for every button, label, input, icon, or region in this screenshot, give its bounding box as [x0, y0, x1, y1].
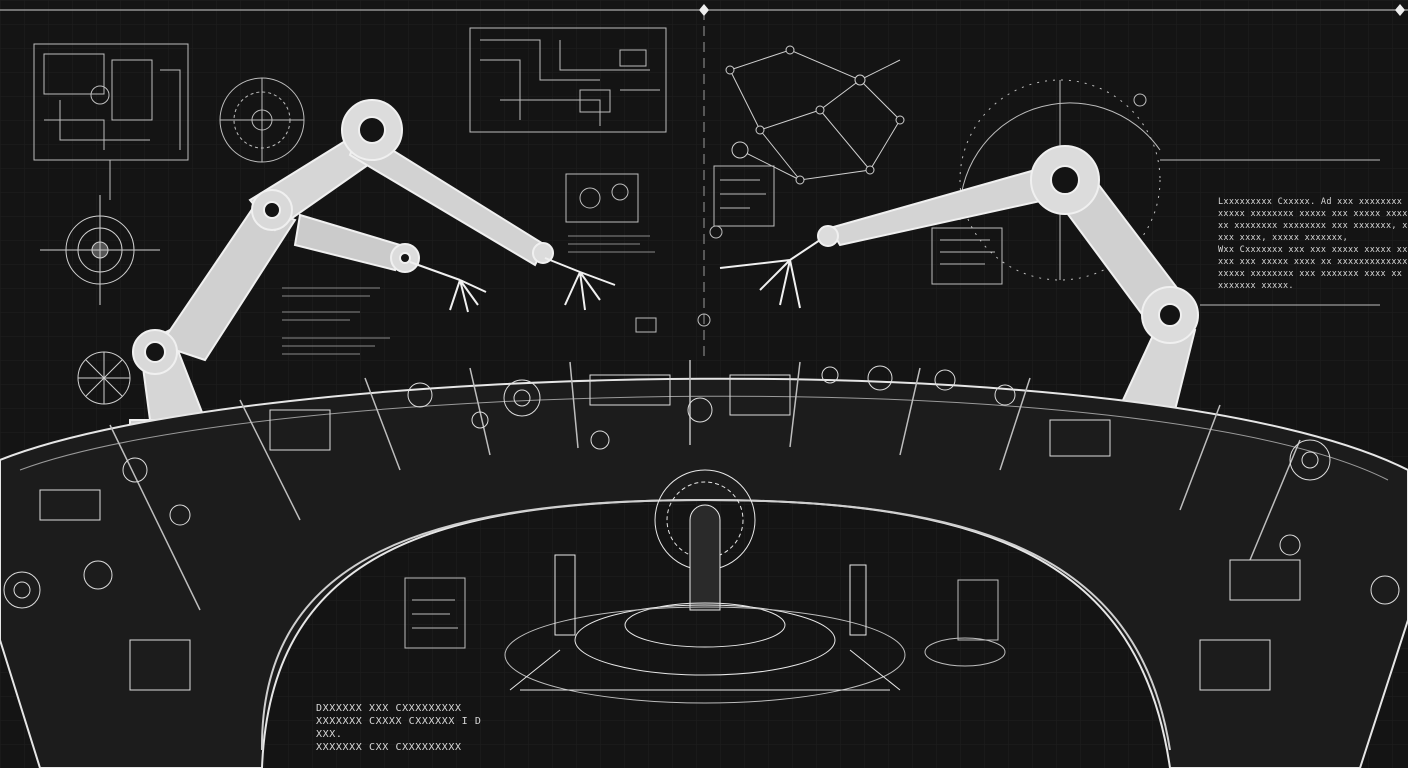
right-note-line: xxxxx xxxxxxxx xxxxx xxx xxxxx xxxxxxx	[1218, 209, 1408, 219]
control-console-ring	[0, 377, 1408, 768]
right-annotation-block: Lxxxxxxxxx Cxxxxx. Ad xxx xxxxxxxx xxxxx…	[1218, 196, 1408, 292]
right-note-line: Lxxxxxxxxx Cxxxxx. Ad xxx xxxxxxxx	[1218, 197, 1403, 207]
bottom-note-line: XXXXXXX CXXXX CXXXXXX I D	[316, 716, 482, 727]
right-note-line: xxx xxxx, xxxxx xxxxxxx,	[1218, 233, 1349, 243]
right-note-line: xx xxxxxxxx xxxxxxxx xxx xxxxxxx, xx	[1218, 221, 1408, 231]
circuit-board-top-center	[469, 27, 667, 133]
side-pedestal-right	[924, 579, 1006, 667]
central-hologram-device	[504, 469, 906, 704]
right-note-line: xxxxxxx xxxxx.	[1218, 281, 1294, 291]
arc-gauge-diagram	[959, 79, 1380, 306]
top-diamond-marker	[699, 4, 709, 16]
bottom-note-line: DXXXXXX XXX CXXXXXXXXX	[316, 703, 462, 714]
left-note-lines	[282, 287, 390, 355]
left-robot-arm	[129, 99, 616, 471]
small-schematic-blocks	[565, 165, 1003, 333]
right-note-line: xxxxx xxxxxxxx xxx xxxxxxx xxxx xx xxx	[1218, 269, 1408, 279]
target-reticle-left	[40, 195, 160, 305]
side-chart-left	[404, 577, 466, 649]
console-buttons-and-gauges	[3, 365, 1400, 691]
right-diamond-marker	[1395, 4, 1405, 16]
center-note-lines	[568, 235, 655, 253]
bottom-note-line: XXXXXXX CXX CXXXXXXXXX	[316, 742, 462, 753]
right-note-line: xxx xxx xxxxx xxxx xx xxxxxxxxxxxxx.	[1218, 257, 1408, 267]
circuit-schematic-top-left	[33, 43, 189, 200]
bottom-note-line: XXX.	[316, 729, 343, 740]
right-note-line: Wxx Cxxxxxxx xxx xxx xxxxx xxxxx xx	[1218, 245, 1408, 255]
fan-wheel-diagram	[77, 351, 131, 405]
network-graph-diagram	[725, 45, 905, 185]
bottom-left-annotation-block: DXXXXXX XXX CXXXXXXXXX XXXXXXX CXXXX CXX…	[316, 702, 482, 754]
gear-dial-diagram	[219, 77, 305, 163]
